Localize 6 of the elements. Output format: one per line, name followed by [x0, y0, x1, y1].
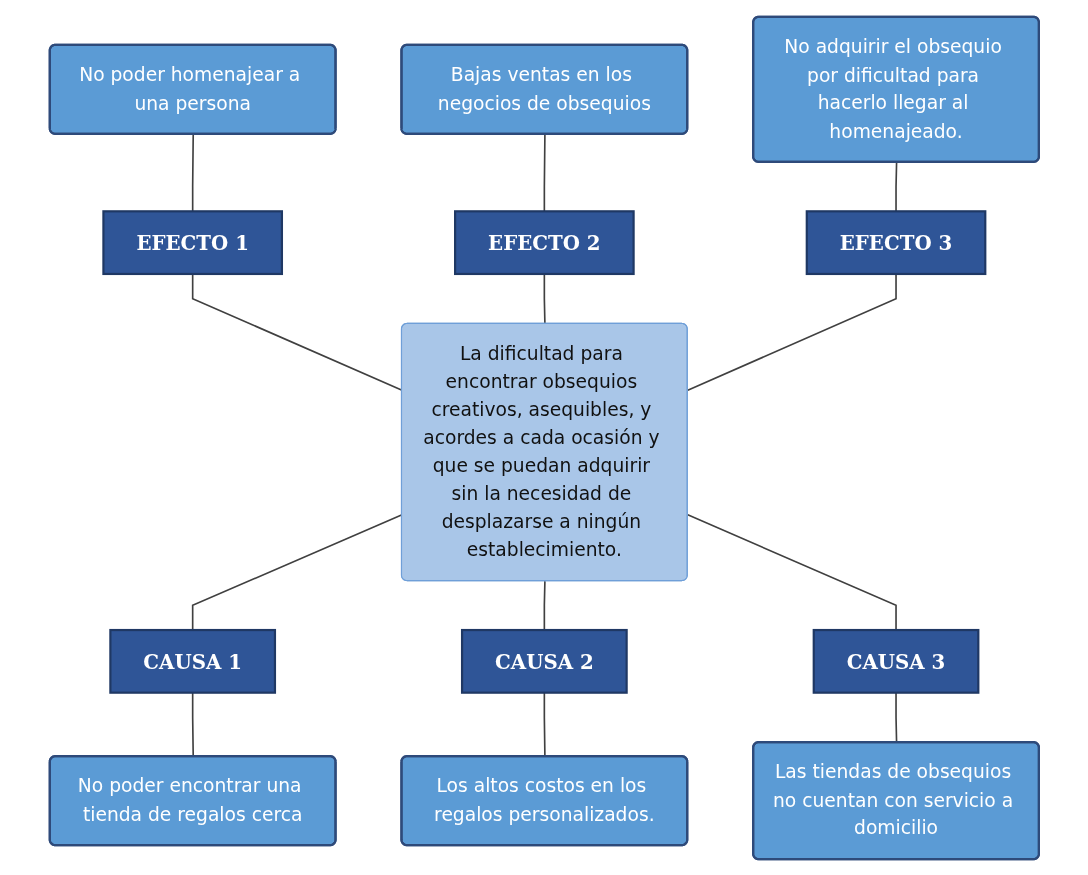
node-box: CAUSA 2: [460, 628, 628, 694]
node-box: EFECTO 2: [453, 209, 635, 275]
node-box: CAUSA 1: [108, 628, 276, 694]
node-box: EFECTO 1: [101, 209, 283, 275]
node-box: EFECTO 3: [805, 209, 986, 275]
node-box: CAUSA 3: [812, 628, 980, 694]
